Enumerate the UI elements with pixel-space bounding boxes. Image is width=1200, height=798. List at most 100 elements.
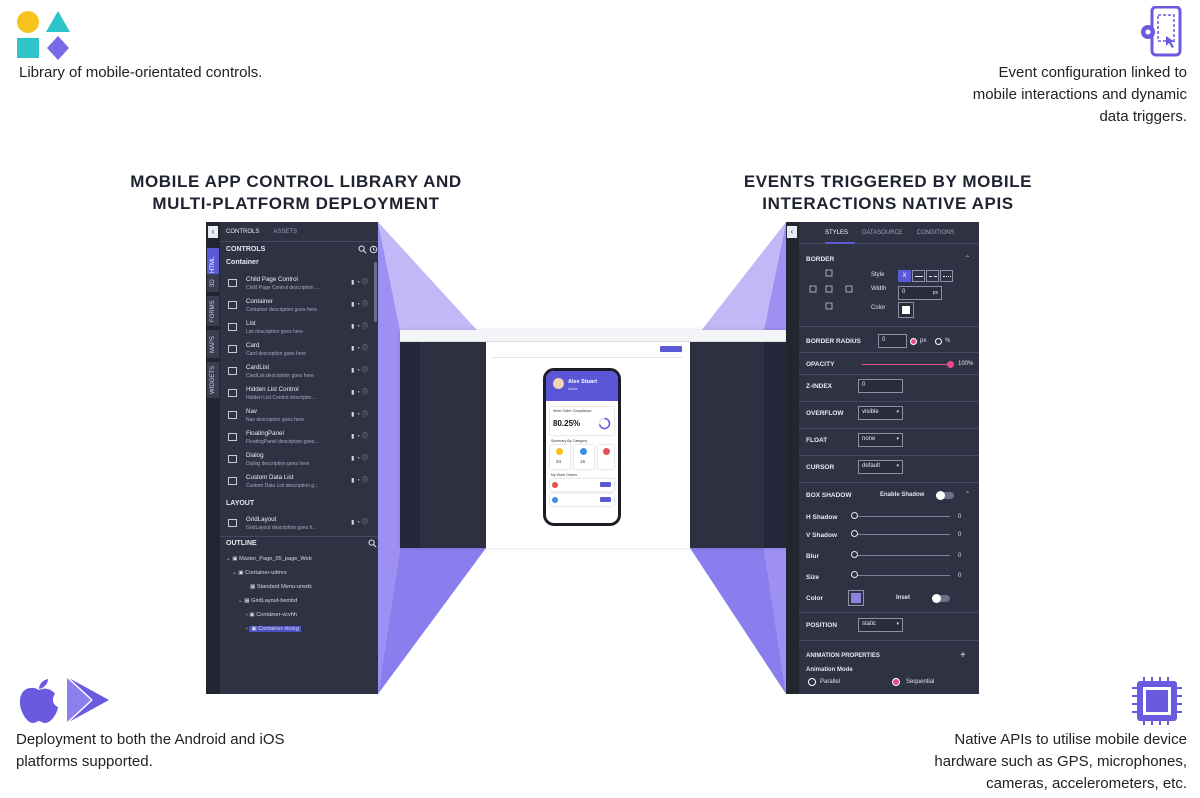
collapse-up-icon[interactable]: ⌃ <box>965 492 971 498</box>
border-style-dotted-button[interactable] <box>940 270 953 282</box>
control-desc: FloatingPanel description goes... <box>246 439 319 445</box>
control-actions-icon[interactable]: ▮◔ⓘ <box>351 346 370 352</box>
overflow-label: OVERFLOW <box>806 410 844 417</box>
controls-content: CONTROLS ASSETS CONTROLS Container Child… <box>220 222 378 694</box>
collapse-chevron-icon[interactable]: ‹ <box>787 226 797 238</box>
v-shadow-knob[interactable] <box>851 530 858 537</box>
toggle-knob <box>932 594 941 603</box>
chevron-down-icon: ▾ <box>896 621 899 627</box>
position-select[interactable]: static▾ <box>858 618 903 632</box>
history-icon[interactable] <box>369 245 378 254</box>
vtab-maps[interactable]: MAPS <box>207 330 219 358</box>
h-shadow-knob[interactable] <box>851 512 858 519</box>
control-actions-icon[interactable]: ▮◔ⓘ <box>351 520 370 526</box>
collapse-chevron-icon[interactable]: ‹ <box>208 226 218 238</box>
border-sides-icon[interactable] <box>806 268 854 314</box>
control-actions-icon[interactable]: ▮◔ⓘ <box>351 302 370 308</box>
control-actions-icon[interactable]: ▮◔ⓘ <box>351 434 370 440</box>
opacity-slider-knob[interactable] <box>947 361 954 368</box>
phone-mockup: Alex Stuart Active Work Order Compliance… <box>543 368 621 526</box>
cursor-select[interactable]: default▾ <box>858 460 903 474</box>
control-actions-icon[interactable]: ▮◔ⓘ <box>351 412 370 418</box>
size-slider[interactable] <box>854 575 950 576</box>
radius-unit-percent-radio[interactable] <box>935 338 942 345</box>
blur-knob[interactable] <box>851 551 858 558</box>
outline-node[interactable]: › ▣ Container-sbskg <box>246 626 301 632</box>
outline-search-icon[interactable] <box>368 539 377 548</box>
radius-unit-px-radio[interactable] <box>910 338 917 345</box>
active-tab-underline <box>825 242 855 244</box>
parallel-radio[interactable] <box>808 678 816 686</box>
control-actions-icon[interactable]: ▮◔ⓘ <box>351 324 370 330</box>
compliance-title: Work Order Compliance <box>553 409 592 413</box>
vtab-forms[interactable]: FORMS <box>207 296 219 326</box>
blur-slider[interactable] <box>854 555 950 556</box>
control-actions-icon[interactable]: ▮◔ⓘ <box>351 478 370 484</box>
vtab-3d[interactable]: 3D <box>207 274 219 292</box>
outline-node-selected[interactable]: ▣ Container-sbskg <box>249 626 301 632</box>
caption-controls-library: Library of mobile-orientated controls. <box>19 64 263 81</box>
sequential-radio[interactable] <box>892 678 900 686</box>
border-style-none-button[interactable]: X <box>898 270 911 282</box>
opacity-slider-track[interactable] <box>862 364 950 365</box>
tab-datasource[interactable]: DATASOURCE <box>862 229 903 236</box>
control-actions-icon[interactable]: ▮◔ⓘ <box>351 456 370 462</box>
vtab-widgets[interactable]: WIDGETS <box>207 362 219 398</box>
caption-line: Native APIs to utilise mobile device <box>954 731 1187 748</box>
shadow-color-swatch[interactable] <box>848 590 864 606</box>
tab-assets[interactable]: ASSETS <box>273 228 298 235</box>
outline-label: Master_Page_05_page_Web <box>239 556 312 562</box>
enable-shadow-toggle[interactable] <box>936 491 954 500</box>
tab-conditions[interactable]: CONDITIONS <box>916 229 955 236</box>
h-shadow-slider[interactable] <box>854 516 950 517</box>
outline-node[interactable]: ⌄ ▣ Container-udmrx <box>232 570 287 576</box>
outline-node[interactable]: ⌄ ▣ Master_Page_05_page_Web <box>226 556 312 562</box>
tab-styles[interactable]: STYLES <box>825 229 849 236</box>
inset-label: Inset <box>896 595 911 601</box>
border-style-dashed-button[interactable] <box>926 270 939 282</box>
size-label: Size <box>806 574 820 581</box>
control-name: Custom Data List <box>246 474 294 481</box>
border-style-solid-button[interactable] <box>912 270 925 282</box>
opacity-value: 100% <box>958 361 974 367</box>
outline-node[interactable]: ⌄ ▦ GridLayout-bembd <box>238 598 298 604</box>
border-width-unit: px <box>932 290 938 296</box>
float-select[interactable]: none▾ <box>858 433 903 447</box>
v-shadow-label: V Shadow <box>806 532 838 539</box>
preview-publish-button <box>660 346 682 352</box>
inset-toggle[interactable] <box>932 594 950 603</box>
overflow-select[interactable]: visible▾ <box>858 406 903 420</box>
tab-controls[interactable]: CONTROLS <box>226 228 260 235</box>
control-actions-icon[interactable]: ▮◔ⓘ <box>351 280 370 286</box>
controls-panel: ‹ HTML 3D FORMS MAPS WIDGETS CONTROLS AS… <box>206 222 378 694</box>
border-radius-input[interactable]: 0 <box>878 334 907 348</box>
category-icon <box>603 448 610 455</box>
outline-node[interactable]: ▦ Standard Menu-urwdz <box>250 584 312 590</box>
controls-scrollbar[interactable] <box>374 262 377 322</box>
outline-node[interactable]: › ▣ Container-vcvhh <box>246 612 297 618</box>
blur-label: Blur <box>806 553 819 560</box>
collapse-up-icon[interactable]: ⌃ <box>965 256 971 262</box>
cursor-value: default <box>862 463 881 469</box>
control-actions-icon[interactable]: ▮◔ⓘ <box>351 368 370 374</box>
add-animation-icon[interactable]: + <box>960 650 966 661</box>
z-index-input[interactable]: 0 <box>858 379 903 393</box>
search-icon[interactable] <box>358 245 367 254</box>
control-actions-icon[interactable]: ▮◔ⓘ <box>351 390 370 396</box>
float-label: FLOAT <box>806 437 828 444</box>
size-knob[interactable] <box>851 571 858 578</box>
border-color-swatch[interactable] <box>898 302 914 318</box>
v-shadow-slider[interactable] <box>854 534 950 535</box>
